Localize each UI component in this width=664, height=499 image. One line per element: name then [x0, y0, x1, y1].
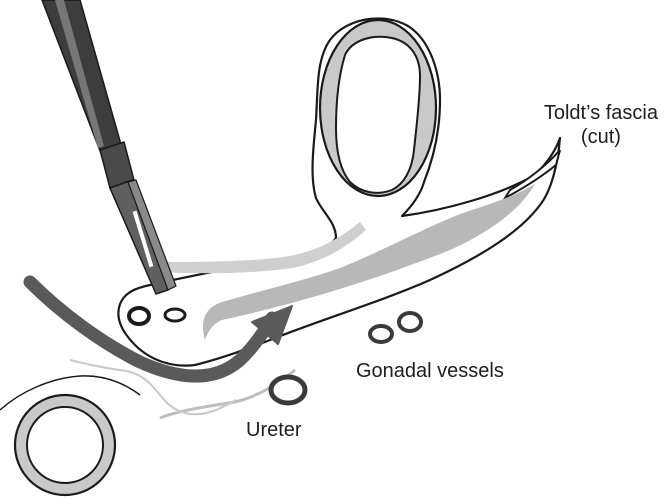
gonadal-vessel-1 [370, 326, 392, 342]
toldt-fascia-label-line1: Toldt’s fascia [544, 101, 658, 125]
vessel-ring-2 [165, 309, 185, 321]
toldt-fascia-label: Toldt’s fascia (cut) [544, 101, 658, 149]
ureter-ring [271, 377, 305, 403]
large-vessel-lumen [27, 407, 103, 483]
vessel-ring-1 [129, 308, 149, 324]
ureter-label: Ureter [246, 418, 302, 442]
toldt-fascia-label-line2: (cut) [544, 125, 658, 149]
colon-lumen [336, 37, 420, 193]
gonadal-vessels-label: Gonadal vessels [356, 359, 504, 383]
laparoscopic-instrument-icon [42, 0, 176, 294]
gonadal-vessel-2 [399, 313, 421, 331]
